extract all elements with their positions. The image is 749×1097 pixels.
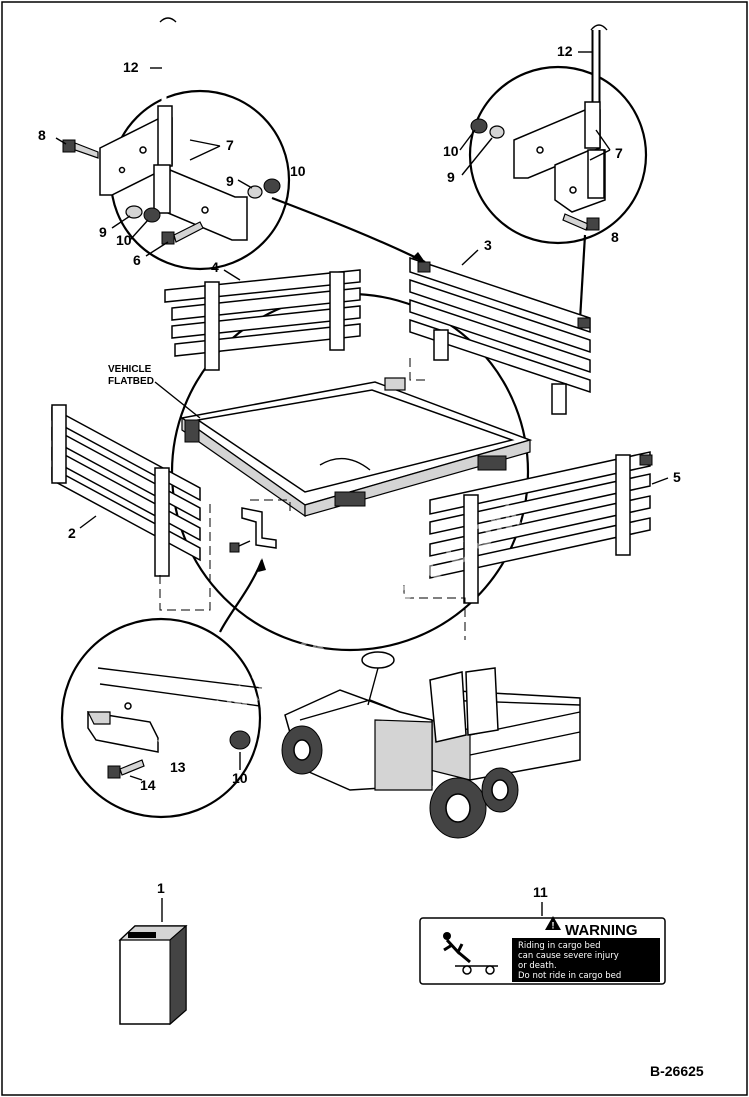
callout-9-right: 9 [447, 169, 455, 185]
vehicle-label: VEHICLE [108, 364, 152, 375]
figure-number: B-26625 [650, 1063, 704, 1079]
callout-5: 5 [673, 469, 681, 485]
warning-title: WARNING [565, 922, 638, 939]
callout-3: 3 [484, 237, 492, 253]
callout-10-top: 10 [290, 163, 306, 179]
callout-7-left: 7 [226, 137, 234, 153]
warning-line-3: or death. [518, 961, 557, 971]
side-rail-5 [429, 451, 653, 604]
callout-1: 1 [157, 880, 165, 896]
warning-line-4: Do not ride in cargo bed [518, 971, 621, 981]
warning-decal: ! WARNING Riding in cargo bed can cause … [419, 902, 666, 985]
callout-10-left: 10 [116, 232, 132, 248]
alignment-lines [159, 358, 466, 640]
leader-arrow-bracket [219, 559, 264, 633]
callout-11: 11 [533, 884, 548, 900]
warning-line-2: can cause severe injury [518, 951, 619, 961]
callout-6: 6 [133, 252, 141, 268]
callout-14: 14 [140, 777, 156, 793]
side-rail-2 [51, 404, 201, 577]
warning-line-1: Riding in cargo bed [518, 941, 601, 951]
callout-12-right: 12 [557, 43, 573, 59]
callout-13: 13 [170, 759, 186, 775]
callout-2: 2 [68, 525, 76, 541]
part-1-manual-box [118, 898, 188, 1026]
callout-10-right: 10 [443, 143, 459, 159]
callout-12-left: 12 [123, 59, 139, 75]
leader-arrow-left-hinge [271, 196, 426, 263]
flatbed-label: FLATBED [108, 376, 154, 387]
callout-9-top: 9 [226, 173, 234, 189]
callout-leaders [55, 51, 669, 781]
svg-text:!: ! [552, 921, 555, 931]
leader-arrow-right-hinge [578, 234, 587, 321]
callout-7-right: 7 [615, 145, 623, 161]
callout-8-left: 8 [38, 127, 46, 143]
side-rail-3 [409, 256, 591, 415]
warning-triangle-icon: ! [545, 916, 561, 931]
hinge-detail-right [468, 24, 648, 245]
callout-10-bottom: 10 [232, 770, 248, 786]
arrow-head-icon [412, 252, 425, 262]
bracket-13-installed [229, 507, 277, 553]
callout-9-left: 9 [99, 224, 107, 240]
bracket-detail [60, 617, 263, 819]
callout-4: 4 [211, 259, 219, 275]
vehicle-flatbed [180, 377, 533, 518]
callout-8-right: 8 [611, 229, 619, 245]
side-rail-4 [164, 269, 361, 371]
hinge-detail-left [62, 17, 291, 271]
rider-falling-pictogram [443, 932, 498, 975]
utility-vehicle-illustration [281, 651, 581, 839]
